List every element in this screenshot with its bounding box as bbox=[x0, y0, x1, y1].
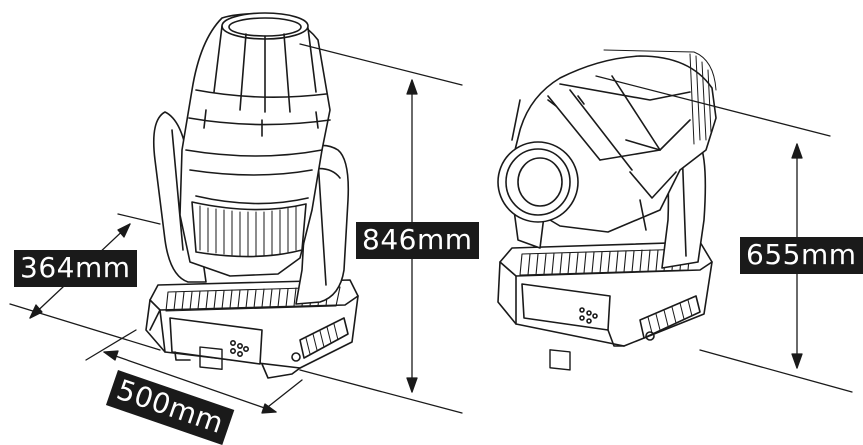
height-beam-label: 655mm bbox=[740, 237, 863, 274]
spot-fixture-head bbox=[179, 12, 331, 277]
beam-fixture-base bbox=[497, 241, 713, 371]
dimension-drawing bbox=[9, 12, 853, 414]
depth-label: 364mm bbox=[14, 250, 137, 287]
beam-fixture-head bbox=[497, 49, 717, 233]
height-spot-label: 846mm bbox=[356, 222, 479, 259]
spot-fixture-illustration bbox=[145, 12, 359, 379]
dimension-lines bbox=[9, 43, 853, 414]
diagram-canvas: 846mm 655mm 364mm 500mm bbox=[9, 12, 863, 445]
beam-fixture-illustration bbox=[497, 49, 717, 371]
